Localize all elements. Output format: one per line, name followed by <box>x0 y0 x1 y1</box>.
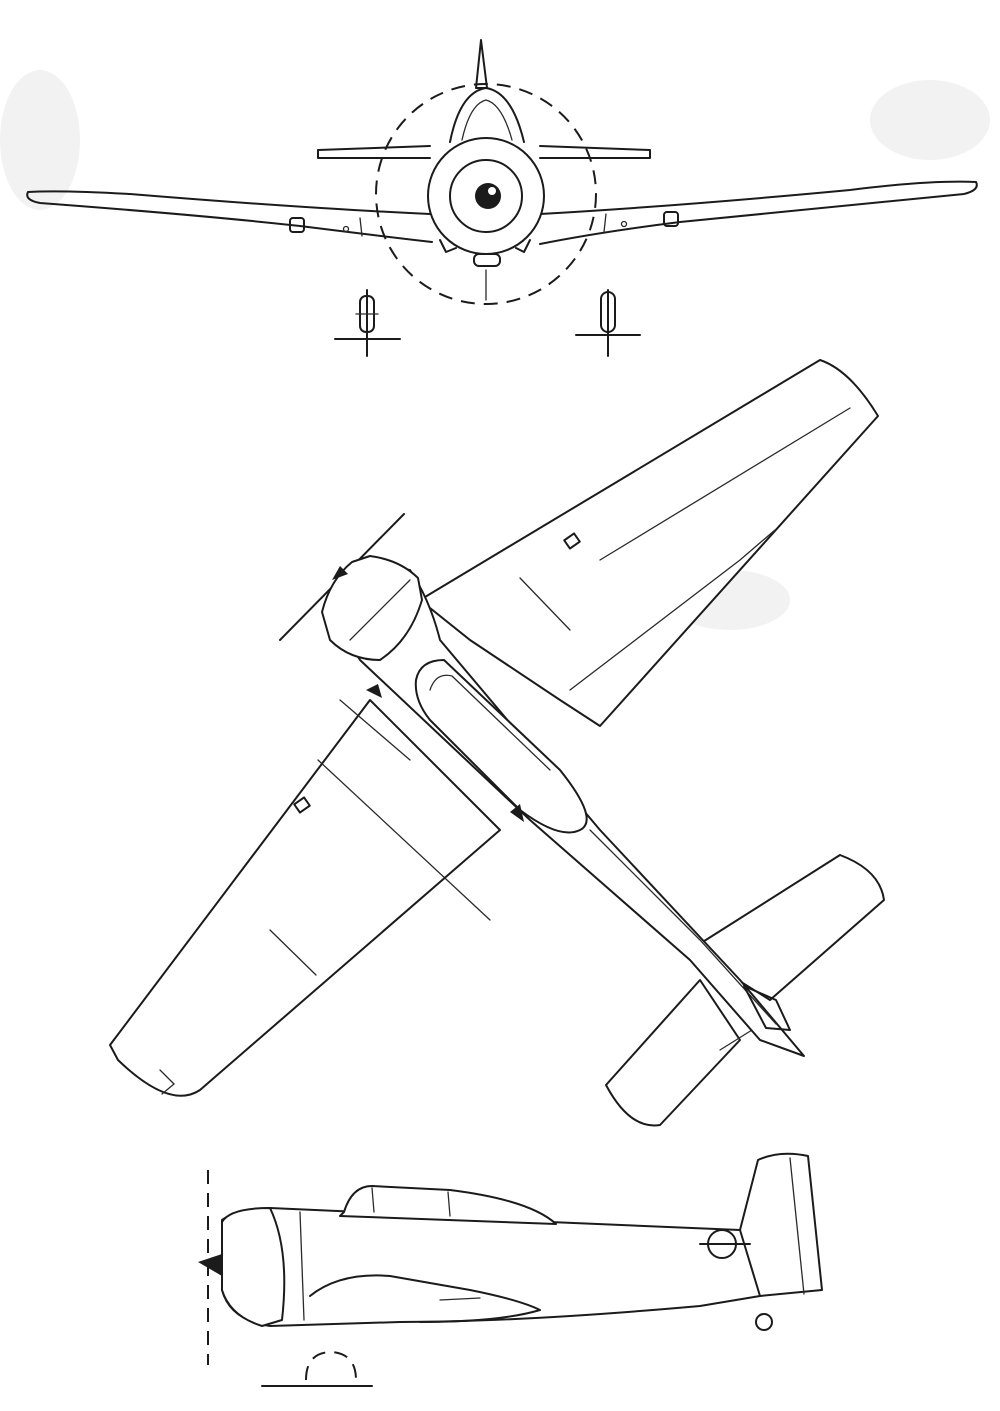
wingtip-light-lower <box>159 1069 175 1095</box>
canopy-frame-front <box>371 1187 375 1213</box>
exhaust-side <box>439 1297 481 1301</box>
front-view <box>26 39 978 357</box>
cowling-side <box>221 1207 286 1327</box>
tailplane-upper <box>689 854 885 1001</box>
spinner-highlight <box>488 187 496 195</box>
canopy-frame-plan <box>429 674 551 771</box>
tailplane-lower <box>605 979 741 1127</box>
wing-pod-lower <box>293 796 311 814</box>
wing-fold-line-right <box>603 213 607 233</box>
elevator-tab <box>719 1029 753 1051</box>
wing-root-line-upper <box>519 577 571 631</box>
wing-light-right <box>620 220 628 228</box>
fuselage-side <box>221 1207 761 1327</box>
paper-smudge <box>870 80 990 160</box>
vertical-fin <box>475 39 488 89</box>
stabilizer-left <box>317 145 431 159</box>
wing-upper <box>419 359 879 727</box>
canopy-side <box>339 1185 557 1225</box>
wing-root-side <box>309 1274 541 1323</box>
vertical-tail <box>739 1152 823 1297</box>
fin-plan <box>743 985 791 1031</box>
flap-line-upper <box>599 407 851 561</box>
cowling-seam <box>349 579 411 641</box>
spinner-side <box>198 1254 222 1276</box>
chin-intake <box>473 253 501 267</box>
canopy-frame <box>461 99 513 141</box>
cowling-seam-side <box>299 1211 305 1321</box>
rudder-hinge <box>789 1157 805 1295</box>
wing-fold-line-left <box>359 217 363 237</box>
wing-pod-right <box>663 211 679 227</box>
wing-right <box>539 180 978 245</box>
canopy-front <box>449 87 525 143</box>
tail-wheel <box>755 1313 773 1331</box>
wing-pod-upper <box>563 532 581 550</box>
side-view <box>198 1152 823 1387</box>
wing-light-left <box>342 225 350 233</box>
canopy-plan <box>414 659 588 834</box>
wing-left <box>26 190 433 243</box>
landing-gear-left <box>334 289 401 357</box>
landing-gear-right <box>575 289 641 357</box>
canopy-frame-mid <box>447 1191 451 1217</box>
main-wheel <box>305 1350 357 1381</box>
wing-root-fillet-lower <box>510 804 524 822</box>
wing-root-fillet-upper <box>366 684 382 698</box>
cowl-flaps <box>439 239 531 253</box>
fuselage-spine <box>589 829 777 1025</box>
wing-pod-left <box>289 217 305 233</box>
spinner-plan <box>332 566 348 580</box>
propeller-spinner <box>475 183 501 209</box>
flap-lines-lower <box>269 699 491 976</box>
wing-lower <box>109 699 501 1097</box>
aileron-line-upper <box>569 529 776 691</box>
plan-view <box>109 359 885 1127</box>
stabilizer-right <box>539 145 651 159</box>
paper-smudge <box>0 70 80 210</box>
cowling-ring <box>449 159 523 233</box>
